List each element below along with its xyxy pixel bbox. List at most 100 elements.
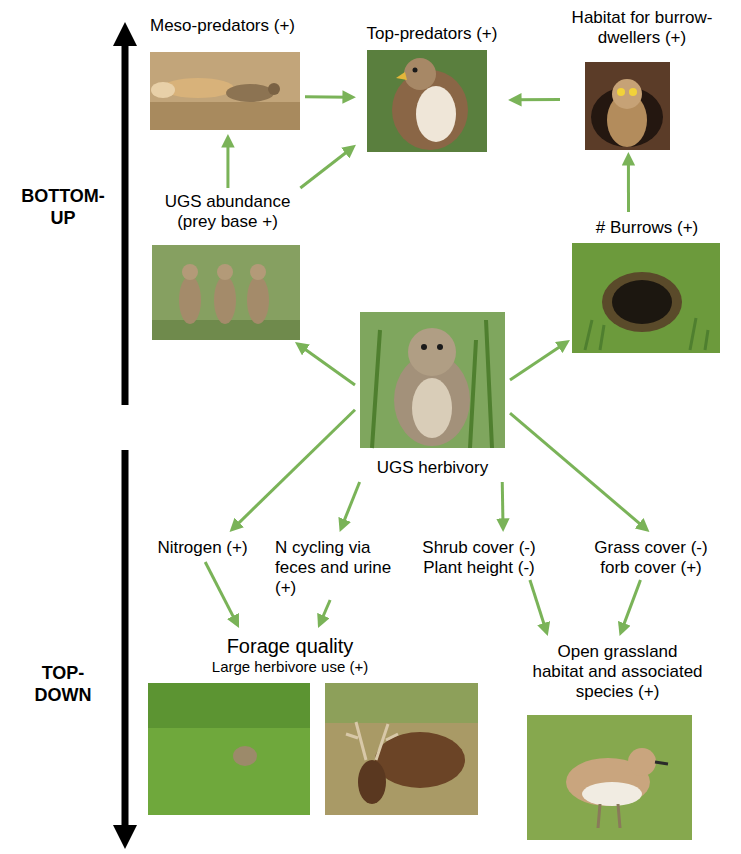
arrow-connector <box>530 580 546 630</box>
diagram-node: Open grassland habitat and associated sp… <box>515 636 720 842</box>
meso-predator-photo <box>150 52 300 130</box>
burrow-photo-part <box>585 318 708 350</box>
node-text: Open grassland habitat and associated sp… <box>532 642 704 702</box>
arrow-connector <box>342 482 360 526</box>
elk-photo-part <box>358 760 386 804</box>
arrow-connector <box>300 148 351 188</box>
diagram-node: Meso-predators (+) <box>140 14 305 134</box>
node-text: Habitat for burrow-dwellers (+) <box>562 8 722 48</box>
squirrel-feeding-photo <box>360 312 505 448</box>
ground-squirrels-photo-part <box>152 245 300 340</box>
arrow-connector <box>622 580 641 630</box>
top-predator-photo-part <box>416 86 456 142</box>
grass-squirrel-photo-part <box>148 683 310 815</box>
bottom-up-arrow-part <box>113 22 137 46</box>
squirrel-feeding-photo-part <box>421 344 427 350</box>
top-predator-photo-part <box>367 50 487 152</box>
arrow-connector <box>627 158 630 212</box>
squirrel-feeding-photo-part <box>372 320 492 448</box>
elk-photo-part <box>325 683 478 723</box>
grass-squirrel-photo-part <box>148 683 310 728</box>
plover-photo-part <box>655 762 668 764</box>
elk-photo-part <box>346 722 398 760</box>
arrow-connector <box>514 98 560 101</box>
plover-photo-part <box>582 782 642 806</box>
diagram-node: Shrub cover (-)Plant height (-) <box>412 532 546 580</box>
meso-predator-photo-part <box>226 84 274 102</box>
squirrel-feeding-photo-part <box>360 312 505 448</box>
ground-squirrels-photo-part <box>250 264 266 280</box>
plover-photo <box>527 715 692 840</box>
node-text: N cycling via feces and urine (+) <box>275 538 407 598</box>
grass-squirrel-photo-part <box>233 746 257 766</box>
meso-predator-photo-part <box>151 82 175 98</box>
top-predator-photo-part <box>404 58 436 90</box>
node-text: Top-predators (+) <box>358 24 506 44</box>
node-text: # Burrows (+) <box>572 218 722 238</box>
squirrel-feeding-photo-part <box>408 328 456 376</box>
plover-photo-part <box>527 715 692 840</box>
burrowing-owl-photo <box>585 62 670 150</box>
diagram-node: Forage qualityLarge herbivore use (+) <box>145 628 481 818</box>
diagram-node: UGS abundance (prey base +) <box>150 188 305 342</box>
plover-photo-part <box>628 748 656 776</box>
burrow-photo-part <box>572 243 720 353</box>
axis-label: BOTTOM-UP <box>18 185 108 229</box>
arrow-connector <box>501 482 505 526</box>
diagram-node: Nitrogen (+) <box>135 532 270 562</box>
node-text: Grass cover (-) <box>578 538 724 558</box>
node-text: forb cover (+) <box>578 558 724 578</box>
node-text: Shrub cover (-) <box>414 538 544 558</box>
arrow-connector <box>510 343 565 380</box>
diagram-node: # Burrows (+) <box>570 212 724 355</box>
elk-photo-part <box>325 683 478 815</box>
node-text: UGS herbivory <box>358 458 508 478</box>
diagram-node: Top-predators (+) <box>356 22 508 154</box>
arrow-connector <box>305 95 350 98</box>
arrow-connector <box>205 562 236 623</box>
ground-squirrels-photo-part <box>214 276 236 324</box>
meso-predator-photo-part <box>150 52 300 130</box>
node-text: Nitrogen (+) <box>138 538 268 558</box>
top-predator-photo-part <box>396 72 407 80</box>
diagram-node: UGS herbivory <box>355 310 510 482</box>
burrow-photo-part <box>612 280 672 324</box>
diagram-node: Habitat for burrow-dwellers (+) <box>560 6 724 152</box>
ground-squirrels-photo-part <box>217 264 233 280</box>
arrow-connector <box>320 600 330 622</box>
top-predator-photo-part <box>413 68 418 73</box>
squirrel-feeding-photo-part <box>437 344 443 350</box>
burrow-photo-part <box>602 272 682 332</box>
bottom-up-arrow-part <box>122 42 129 405</box>
arrow-connector <box>226 140 229 188</box>
meso-predator-photo-part <box>268 83 280 95</box>
burrowing-owl-photo-part <box>617 88 625 96</box>
bottom-up-arrow <box>113 22 137 405</box>
burrowing-owl-photo-part <box>585 62 670 150</box>
grass-squirrel-photo <box>148 683 310 815</box>
top-predator-photo <box>367 50 487 152</box>
meso-predator-photo-part <box>150 102 300 130</box>
node-text: UGS abundance (prey base +) <box>153 192 303 232</box>
top-down-arrow-part <box>113 825 137 849</box>
arrow-connector <box>234 410 355 528</box>
node-text: Meso-predators (+) <box>143 16 303 36</box>
burrow-photo <box>572 243 720 353</box>
squirrel-feeding-photo-part <box>412 378 452 438</box>
node-text: Large herbivore use (+) <box>160 658 420 676</box>
arrow-connector <box>510 413 645 528</box>
top-down-arrow <box>113 450 137 849</box>
axis-label: TOP-DOWN <box>18 662 108 706</box>
ground-squirrels-photo-part <box>179 276 201 324</box>
elk-photo <box>325 683 478 815</box>
top-down-arrow-part <box>122 450 129 828</box>
arrow-connector <box>300 345 355 385</box>
ground-squirrels-photo-part <box>247 276 269 324</box>
node-text: Forage quality <box>160 634 420 658</box>
burrowing-owl-photo-part <box>612 79 642 109</box>
node-text: Plant height (-) <box>414 558 544 578</box>
ground-squirrels-photo-part <box>182 264 198 280</box>
